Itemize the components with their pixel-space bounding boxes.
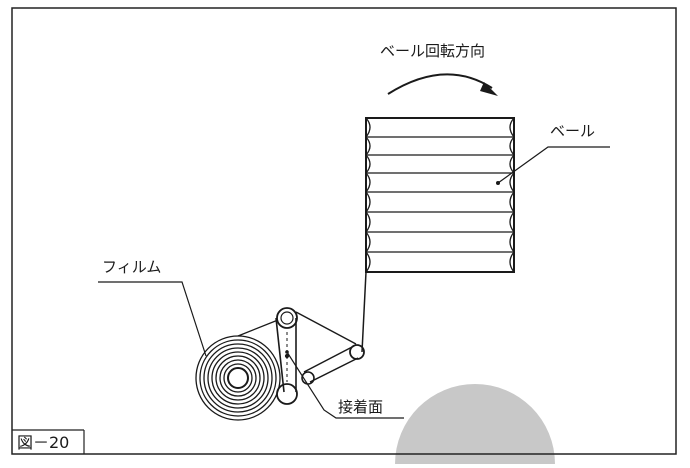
figure-frame	[11, 7, 677, 455]
adhesive-leader-dot	[285, 350, 289, 354]
bale-leader-dot	[496, 181, 500, 185]
film-to-tension-line	[295, 311, 357, 345]
adhesive-leader-line	[286, 351, 404, 419]
film-roll	[195, 335, 281, 421]
rotation-arrow	[387, 73, 493, 95]
scan-artifact-shape	[395, 384, 555, 464]
rotation-direction-label: ベール回転方向	[380, 42, 485, 60]
adhesive-surface-label: 接着面	[338, 398, 383, 416]
film-leader-line	[98, 281, 207, 357]
film-path-line	[361, 271, 367, 353]
rotation-arrowhead	[480, 82, 498, 96]
bale-leader-line	[497, 146, 610, 184]
figure-caption: 図－20	[17, 433, 69, 452]
stretch-unit	[275, 307, 298, 405]
film-feed-line	[237, 319, 279, 337]
bale	[365, 117, 515, 273]
bale-label: ベール	[550, 122, 595, 140]
film-label: フィルム	[102, 258, 161, 276]
